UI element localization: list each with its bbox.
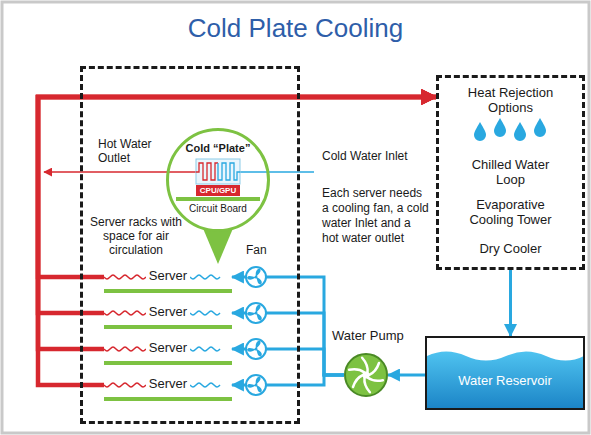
server-board xyxy=(104,397,232,401)
impeller-blade xyxy=(369,363,379,375)
hot-outlet-line xyxy=(44,171,196,173)
server-board xyxy=(104,325,232,329)
hot-channel xyxy=(104,275,146,279)
cold-channel xyxy=(190,311,220,315)
server-rack-area: Server racks with space for air circulat… xyxy=(80,66,300,424)
inlet-label: Cold Water Inlet xyxy=(322,150,408,164)
cold-plate-callout-text: Circuit Board xyxy=(169,203,267,215)
water-drop xyxy=(534,118,546,137)
impeller-blade xyxy=(353,375,363,387)
cold-channel xyxy=(190,347,220,351)
heat-rejection-box-text: Evaporative Cooling Tower xyxy=(460,198,561,228)
heat-rejection-box-text: Heat Rejection Options xyxy=(455,86,566,116)
fan-ring xyxy=(246,339,266,359)
water-pipe xyxy=(38,97,436,277)
plate-channel-hot xyxy=(196,163,218,180)
water-drop xyxy=(514,122,526,141)
pump-body xyxy=(345,354,387,396)
server-board xyxy=(104,289,232,293)
fan-hub xyxy=(255,276,258,279)
server-art xyxy=(104,267,266,401)
outlet-label: Hot Water Outlet xyxy=(98,138,166,166)
cold-plate-callout-text: Cold “Plate” xyxy=(169,142,267,155)
hot-channel xyxy=(104,347,146,351)
fan-icon xyxy=(246,303,266,323)
heat-rejection-box-text: Chilled Water Loop xyxy=(460,158,561,188)
impeller-blade xyxy=(368,372,383,387)
fan-hub xyxy=(255,348,258,351)
impeller-blade xyxy=(349,364,364,379)
heat-rejection-box-text: Dry Cooler xyxy=(460,242,561,257)
pump-hub xyxy=(363,372,370,379)
water-pump: Water Pump xyxy=(344,353,388,397)
fan-hub xyxy=(255,384,258,387)
impeller-blade xyxy=(360,378,375,393)
diagram-title: Cold Plate Cooling xyxy=(0,14,591,44)
water-drop xyxy=(494,118,506,137)
fan-label: Fan xyxy=(246,244,267,258)
server-text: Server xyxy=(146,269,190,284)
plate-channel-cold xyxy=(218,163,240,180)
water-drop xyxy=(474,122,486,141)
fan-ring xyxy=(246,267,266,287)
server-board xyxy=(104,361,232,365)
water-pipe xyxy=(38,97,436,313)
water-pipe xyxy=(388,374,425,377)
water-pipe xyxy=(232,313,344,375)
water-pipe xyxy=(38,97,436,349)
server: Server xyxy=(104,374,232,396)
cold-channel xyxy=(190,383,220,387)
reservoir-water xyxy=(427,352,584,410)
server: Server xyxy=(104,338,232,360)
water-pipe xyxy=(38,97,436,385)
server-rack-area-text: Server racks with space for air circulat… xyxy=(89,216,183,257)
server: Server xyxy=(104,302,232,324)
hot-channel xyxy=(104,383,146,387)
server-text: Server xyxy=(146,377,190,392)
fan-ring xyxy=(246,375,266,395)
fan-ring xyxy=(246,303,266,323)
heat-rejection-box: Heat Rejection OptionsChilled Water Loop… xyxy=(436,75,585,270)
pump-impeller xyxy=(349,358,383,393)
water-reservoir-text: Water Reservoir xyxy=(458,374,551,389)
water-reservoir: Water Reservoir xyxy=(425,336,585,410)
fan-icon xyxy=(246,339,266,359)
callout-ground xyxy=(168,130,268,230)
water-drops xyxy=(474,118,546,141)
impeller-blade xyxy=(357,358,372,373)
water-pipe xyxy=(509,270,512,336)
cpu-gpu-chip-text: CPU/GPU xyxy=(196,185,240,196)
water-pump-text: Water Pump xyxy=(332,329,404,344)
fan-icon xyxy=(246,375,266,395)
pump-icon xyxy=(345,354,387,396)
note-text: Each server needs a cooling fan, a cold … xyxy=(322,186,430,246)
fan-icon xyxy=(246,267,266,287)
cold-plate xyxy=(196,159,240,184)
cpu-gpu-chip: CPU/GPU xyxy=(196,185,240,196)
server-text: Server xyxy=(146,341,190,356)
circuit-board xyxy=(176,197,260,201)
fan-hub xyxy=(255,312,258,315)
server: Server xyxy=(104,266,232,288)
cold-inlet-line xyxy=(240,171,314,173)
cold-plate-callout: Cold “Plate” Circuit Board CPU/GPU xyxy=(166,128,270,232)
hot-channel xyxy=(104,311,146,315)
water-pipe xyxy=(232,277,344,375)
server-text: Server xyxy=(146,305,190,320)
cold-channel xyxy=(190,275,220,279)
